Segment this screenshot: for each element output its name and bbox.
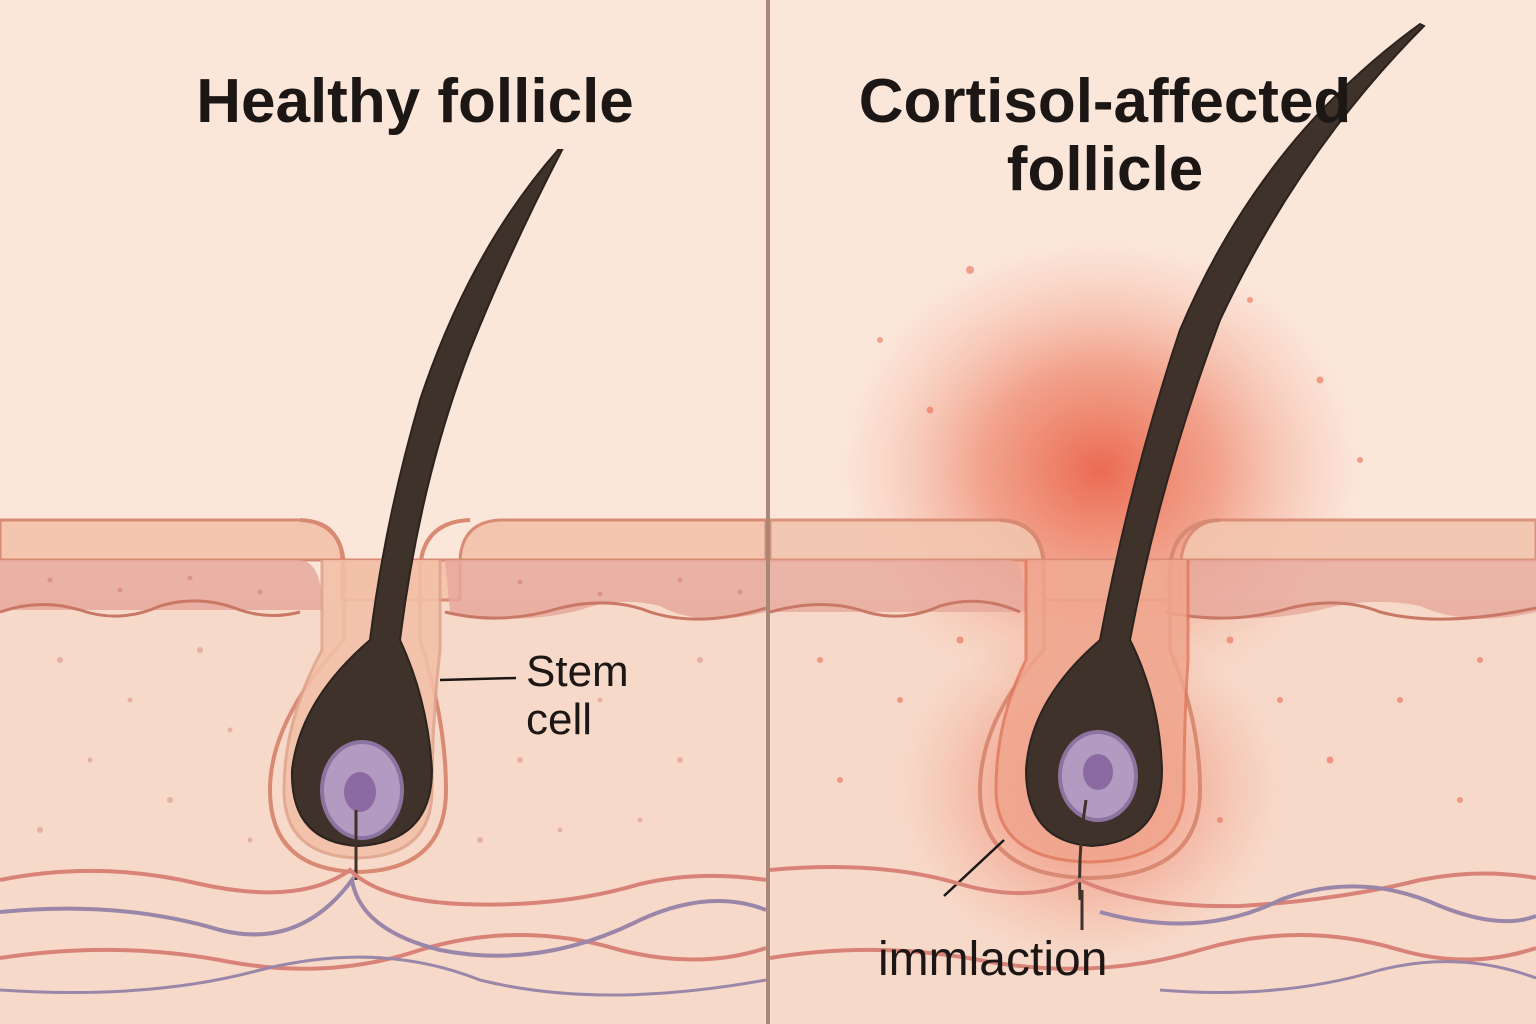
title-cortisol-affected-follicle: Cortisol-affected follicle (780, 67, 1430, 205)
stem-cell-label-line-1: Stem (526, 647, 629, 696)
blood-vessel-red (0, 867, 766, 907)
blood-vessel-red (770, 865, 1536, 909)
stem-cell-nucleus (1083, 754, 1113, 790)
hair-shaft (1024, 22, 1426, 848)
dermis-speckles-left (37, 647, 703, 843)
epidermis-wavy-border (770, 599, 1536, 621)
title-healthy-follicle: Healthy follicle (196, 67, 634, 136)
stem-cell-label-line-2: cell (526, 695, 593, 745)
immlaction-label: immlaction (878, 933, 1108, 986)
blood-vessel-purple-2 (1159, 960, 1536, 994)
blood-vessel-purple (1099, 884, 1536, 926)
stem-cell-label: Stem cell (526, 647, 706, 745)
blood-vessel-purple (0, 875, 766, 958)
stem-cell-nucleus (344, 772, 376, 812)
epidermis-wavy-border (0, 599, 766, 621)
title-line-2: follicle (1006, 135, 1204, 205)
title-line-1: Cortisol-affected (858, 67, 1352, 136)
inflammation-speckles (817, 266, 1483, 823)
hair-shaft (290, 149, 564, 848)
blood-vessel-red-2 (770, 933, 1536, 971)
blood-vessel-red-2 (0, 933, 766, 971)
blood-vessel-purple-2 (0, 955, 766, 997)
immlaction-leader-line (943, 839, 1005, 897)
epidermis-speckles-left (47, 575, 743, 597)
root-strand (1078, 799, 1088, 901)
panel-healthy (0, 149, 766, 1024)
panel-cortisol (770, 22, 1536, 1024)
stem-cell-leader-line (439, 676, 517, 682)
